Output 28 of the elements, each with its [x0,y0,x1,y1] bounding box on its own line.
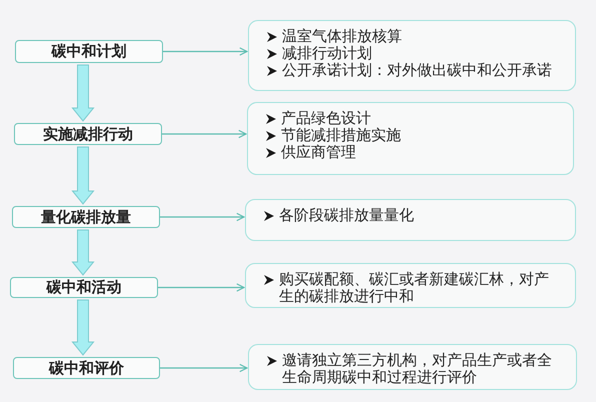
step-box: 实施减排行动 [14,123,162,145]
list-item-text: 公开承诺计划：对外做出碳中和公开承诺 [282,62,552,79]
arrow [163,47,248,56]
step-box: 碳中和活动 [10,277,158,298]
note-box [248,344,577,390]
arrow [158,283,245,292]
block-arrow [71,146,95,205]
step-box: 量化碳排放量 [12,206,160,228]
block-arrow [71,230,95,276]
list-item-text: 温室气体排放核算 [282,28,402,45]
block-arrow [71,64,95,122]
arrow [160,364,248,372]
note-box [245,199,576,241]
note-box [247,102,574,175]
list-item-text: 供应商管理 [281,144,356,161]
list-item-text: 产品绿色设计 [281,110,371,127]
note-box [245,263,576,308]
note-box [248,20,576,91]
list-item-text: 各阶段碳排放量量化 [279,207,414,224]
arrow [160,212,245,222]
step-box: 碳中和评价 [13,357,160,379]
step-box: 碳中和计划 [15,40,163,63]
block-arrow [71,300,95,356]
arrow [162,130,247,138]
list-item-text: 购买碳配额、碳汇或者新建碳汇林，对产生的碳排放进行中和 [279,271,550,305]
list-item-text: 节能减排措施实施 [281,127,401,144]
list-item-text: 邀请独立第三方机构，对产品生产或者全生命周期碳中和过程进行评价 [282,352,553,386]
list-item-text: 减排行动计划 [282,45,372,62]
